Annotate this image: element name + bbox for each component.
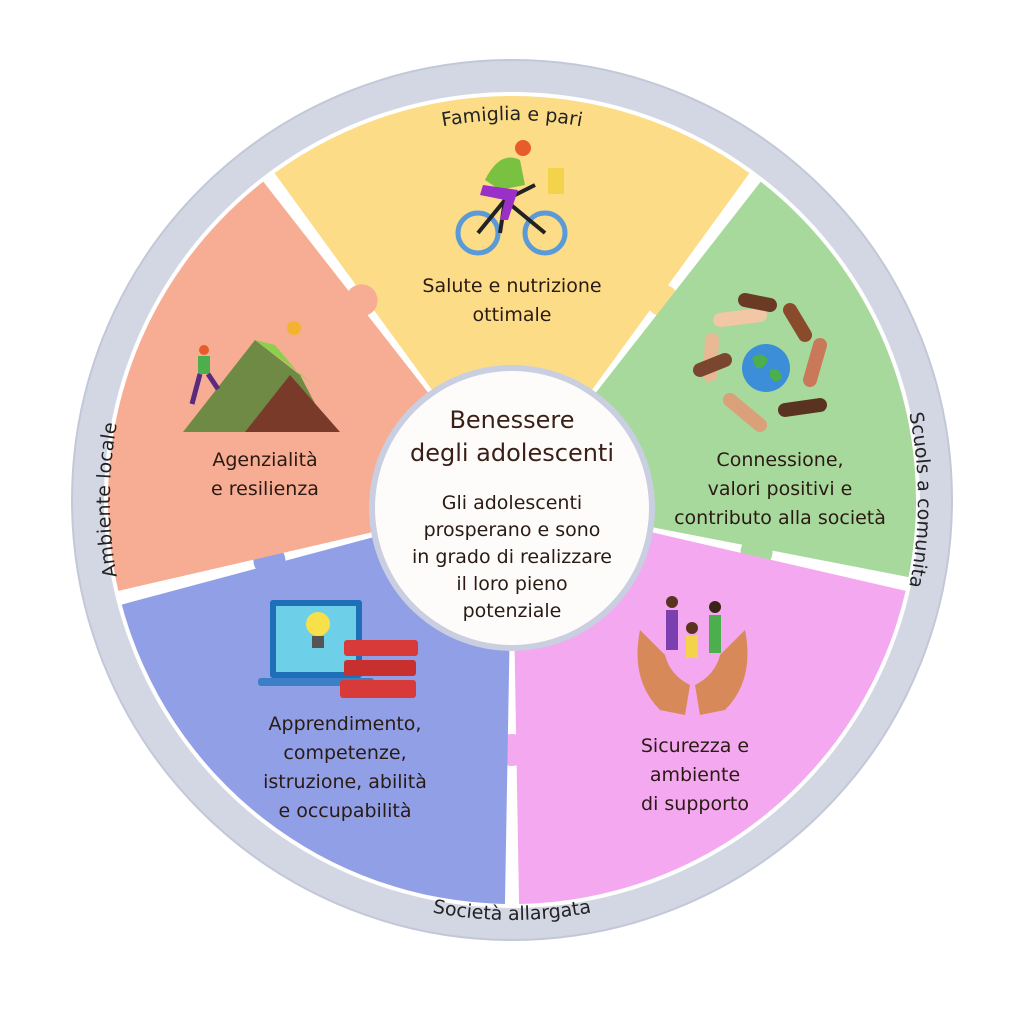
mountain-climber-icon	[183, 321, 340, 432]
center-subtitle: Gli adolescenti prosperano e sono in gra…	[412, 492, 612, 622]
segment-label-connection: Connessione, valori positivi e contribut…	[674, 449, 886, 529]
center-circle	[375, 371, 649, 645]
cyclist-icon	[455, 140, 568, 256]
puzzle-knob	[345, 284, 378, 317]
segment-label-agency: Agenzialità e resilienza	[211, 449, 319, 500]
hands-globe-icon	[693, 293, 827, 432]
segment-label-safety: Sicurezza e ambiente di supporto	[640, 735, 750, 815]
laptop-books-icon	[258, 600, 418, 698]
segment-label-health: Salute e nutrizione ottimale	[422, 275, 602, 326]
segment-health	[274, 95, 750, 500]
center-title: Benessere degli adolescenti	[409, 406, 614, 467]
segment-label-learning: Apprendimento, competenze, istruzione, a…	[263, 713, 427, 822]
hands-people-icon	[637, 596, 748, 715]
